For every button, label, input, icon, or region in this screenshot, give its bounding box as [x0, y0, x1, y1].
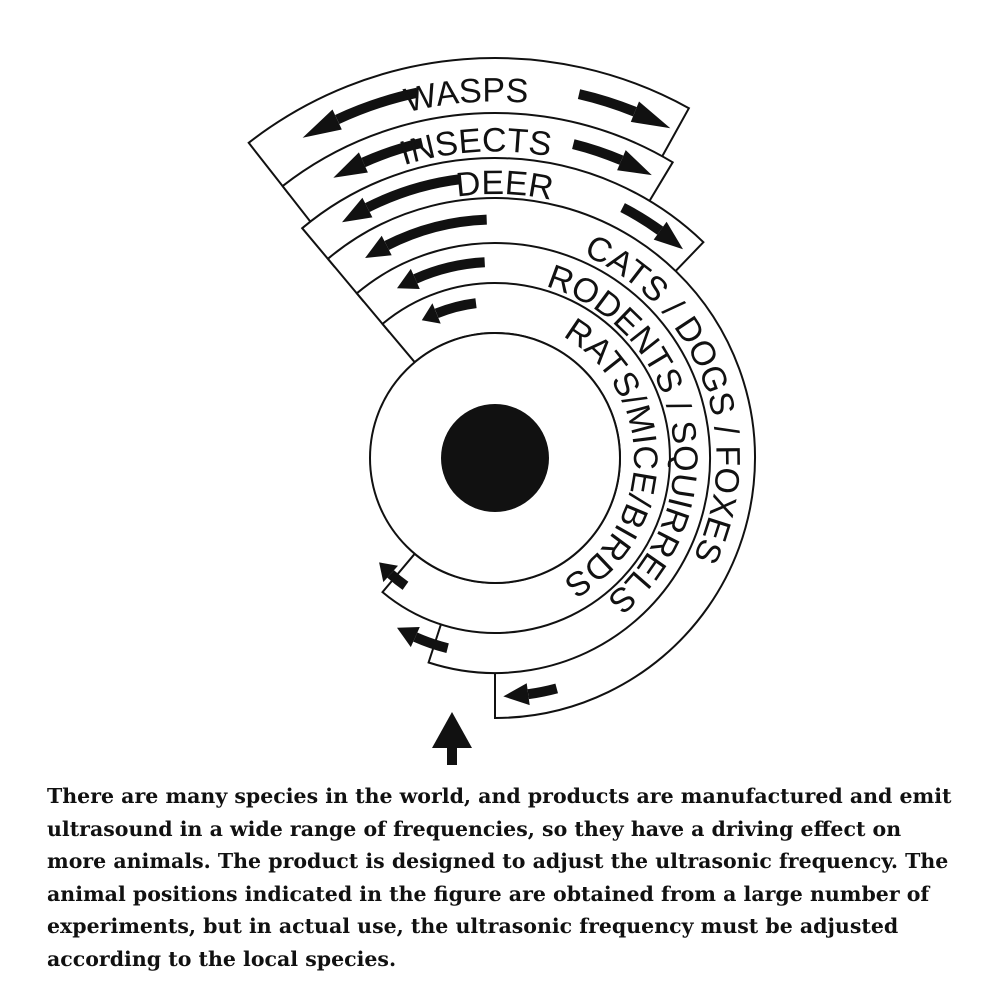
- arrow-shaft: [365, 174, 462, 213]
- frequency-dial-diagram: WASPS INSECTS DEER CATS / DOGS / FOXES R…: [247, 57, 756, 765]
- arrow-shaft: [413, 257, 486, 284]
- arrow-head: [342, 197, 373, 223]
- arrow-shaft: [361, 137, 424, 168]
- knob-icon: [441, 404, 549, 512]
- arrow-head: [397, 627, 420, 648]
- up-arrow-icon: [432, 712, 472, 765]
- arrow-shaft: [527, 683, 558, 700]
- arrow-head: [365, 235, 392, 258]
- arrow-head: [630, 101, 671, 129]
- arrow-head: [617, 150, 652, 176]
- double-arrow-icon: [302, 87, 683, 706]
- arrow-head: [397, 268, 420, 289]
- arrow-shaft: [413, 632, 449, 654]
- arrow-shaft: [384, 214, 487, 250]
- arrow-head: [302, 109, 342, 138]
- arrow-shaft: [335, 87, 419, 125]
- arrow-head: [333, 152, 368, 178]
- arrow-head: [653, 221, 683, 250]
- arrow-head: [379, 562, 398, 583]
- arrow-shaft: [572, 139, 624, 165]
- arrow-shaft: [620, 203, 664, 235]
- arrow-head: [503, 683, 530, 706]
- arrow-shaft: [434, 298, 477, 319]
- arrow-shaft: [577, 89, 637, 117]
- arrow-head: [421, 303, 441, 324]
- caption-text: There are many species in the world, and…: [47, 784, 952, 971]
